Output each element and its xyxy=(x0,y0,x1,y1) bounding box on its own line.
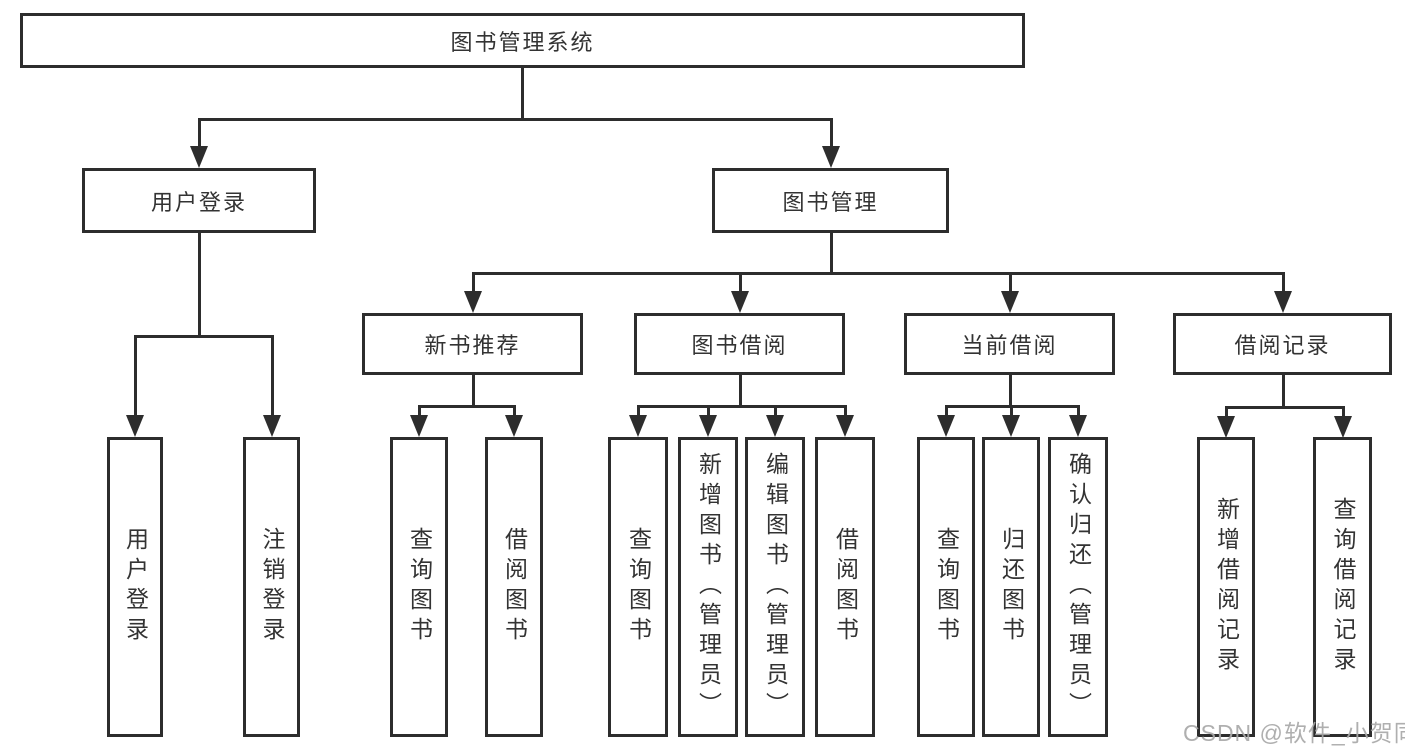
connector-drop xyxy=(944,405,948,417)
connector-drop xyxy=(1281,272,1285,293)
node-query-books-current: 查询图书 xyxy=(917,437,975,737)
arrowhead-down xyxy=(836,415,854,437)
connector-drop xyxy=(197,118,201,148)
node-add-books-admin: 新增图书（管理员） xyxy=(678,437,738,737)
connector-bar xyxy=(636,405,847,408)
connector-stem xyxy=(520,68,524,121)
node-confirm-return-admin: 确认归还（管理员） xyxy=(1048,437,1108,737)
arrowhead-down xyxy=(937,415,955,437)
leaf-label: 查询图书 xyxy=(625,527,652,647)
leaf-label: 借阅图书 xyxy=(501,527,528,647)
node-user-login: 用户登录 xyxy=(82,168,316,233)
connector-bar xyxy=(471,272,1285,275)
leaf-label: 注销登录 xyxy=(259,527,285,647)
node-add-borrow-record: 新增借阅记录 xyxy=(1197,437,1255,737)
connector-bar xyxy=(1224,406,1345,409)
arrowhead-down xyxy=(1217,416,1235,438)
node-edit-books-admin: 编辑图书（管理员） xyxy=(745,437,805,737)
node-query-books-recommend: 查询图书 xyxy=(390,437,448,737)
connector-drop xyxy=(1224,406,1228,418)
node-current-borrow: 当前借阅 xyxy=(904,313,1115,375)
connector-stem xyxy=(738,375,742,408)
connector-stem xyxy=(197,233,201,338)
arrowhead-down xyxy=(410,415,428,437)
leaf-label: 新增借阅记录 xyxy=(1213,497,1240,677)
connector-stem xyxy=(829,233,833,275)
arrowhead-down xyxy=(822,146,840,168)
leaf-label: 确认归还（管理员） xyxy=(1065,452,1092,722)
connector-drop xyxy=(773,405,777,417)
connector-drop xyxy=(270,335,274,417)
connector-stem xyxy=(1281,375,1285,409)
connector-drop xyxy=(843,405,847,417)
node-borrow-books: 借阅图书 xyxy=(815,437,875,737)
node-borrow-records: 借阅记录 xyxy=(1173,313,1392,375)
connector-bar xyxy=(417,405,516,408)
node-borrow-books-recommend: 借阅图书 xyxy=(485,437,543,737)
arrowhead-down xyxy=(699,415,717,437)
node-query-borrow-record: 查询借阅记录 xyxy=(1313,437,1372,737)
arrowhead-down xyxy=(505,415,523,437)
arrowhead-down xyxy=(263,415,281,437)
node-book-borrow: 图书借阅 xyxy=(634,313,845,375)
connector-stem xyxy=(1008,375,1012,408)
connector-drop xyxy=(1076,405,1080,417)
arrowhead-down xyxy=(1001,291,1019,313)
connector-drop xyxy=(512,405,516,417)
connector-drop xyxy=(738,272,742,293)
connector-drop xyxy=(417,405,421,417)
connector-drop xyxy=(1009,405,1013,417)
leaf-label: 查询借阅记录 xyxy=(1330,497,1356,677)
watermark: CSDN @软件_小贺同学 xyxy=(1183,720,1405,746)
connector-stem xyxy=(471,375,475,408)
leaf-label: 归还图书 xyxy=(998,527,1025,647)
node-query-books-borrow: 查询图书 xyxy=(608,437,668,737)
arrowhead-down xyxy=(190,146,208,168)
leaf-label: 借阅图书 xyxy=(832,527,859,647)
arrowhead-down xyxy=(1274,291,1292,313)
connector-drop xyxy=(706,405,710,417)
connector-drop xyxy=(636,405,640,417)
arrowhead-down xyxy=(126,415,144,437)
connector-drop xyxy=(1008,272,1012,293)
leaf-label: 查询图书 xyxy=(933,527,960,647)
arrowhead-down xyxy=(629,415,647,437)
arrowhead-down xyxy=(464,291,482,313)
arrowhead-down xyxy=(731,291,749,313)
connector-drop xyxy=(829,118,833,148)
leaf-label: 编辑图书（管理员） xyxy=(762,452,789,722)
node-library-system: 图书管理系统 xyxy=(20,13,1025,68)
connector-bar xyxy=(197,118,833,121)
node-leaf-logout: 注销登录 xyxy=(243,437,300,737)
node-leaf-user-login: 用户登录 xyxy=(107,437,163,737)
arrowhead-down xyxy=(766,415,784,437)
arrowhead-down xyxy=(1002,415,1020,437)
leaf-label: 新增图书（管理员） xyxy=(695,452,722,722)
connector-drop xyxy=(1341,406,1345,418)
node-new-book-recommend: 新书推荐 xyxy=(362,313,583,375)
arrowhead-down xyxy=(1334,416,1352,438)
connector-drop xyxy=(471,272,475,293)
node-book-management: 图书管理 xyxy=(712,168,949,233)
arrowhead-down xyxy=(1069,415,1087,437)
node-return-books: 归还图书 xyxy=(982,437,1040,737)
connector-drop xyxy=(133,335,137,417)
connector-bar xyxy=(133,335,274,338)
leaf-label: 用户登录 xyxy=(122,527,149,647)
leaf-label: 查询图书 xyxy=(406,527,433,647)
